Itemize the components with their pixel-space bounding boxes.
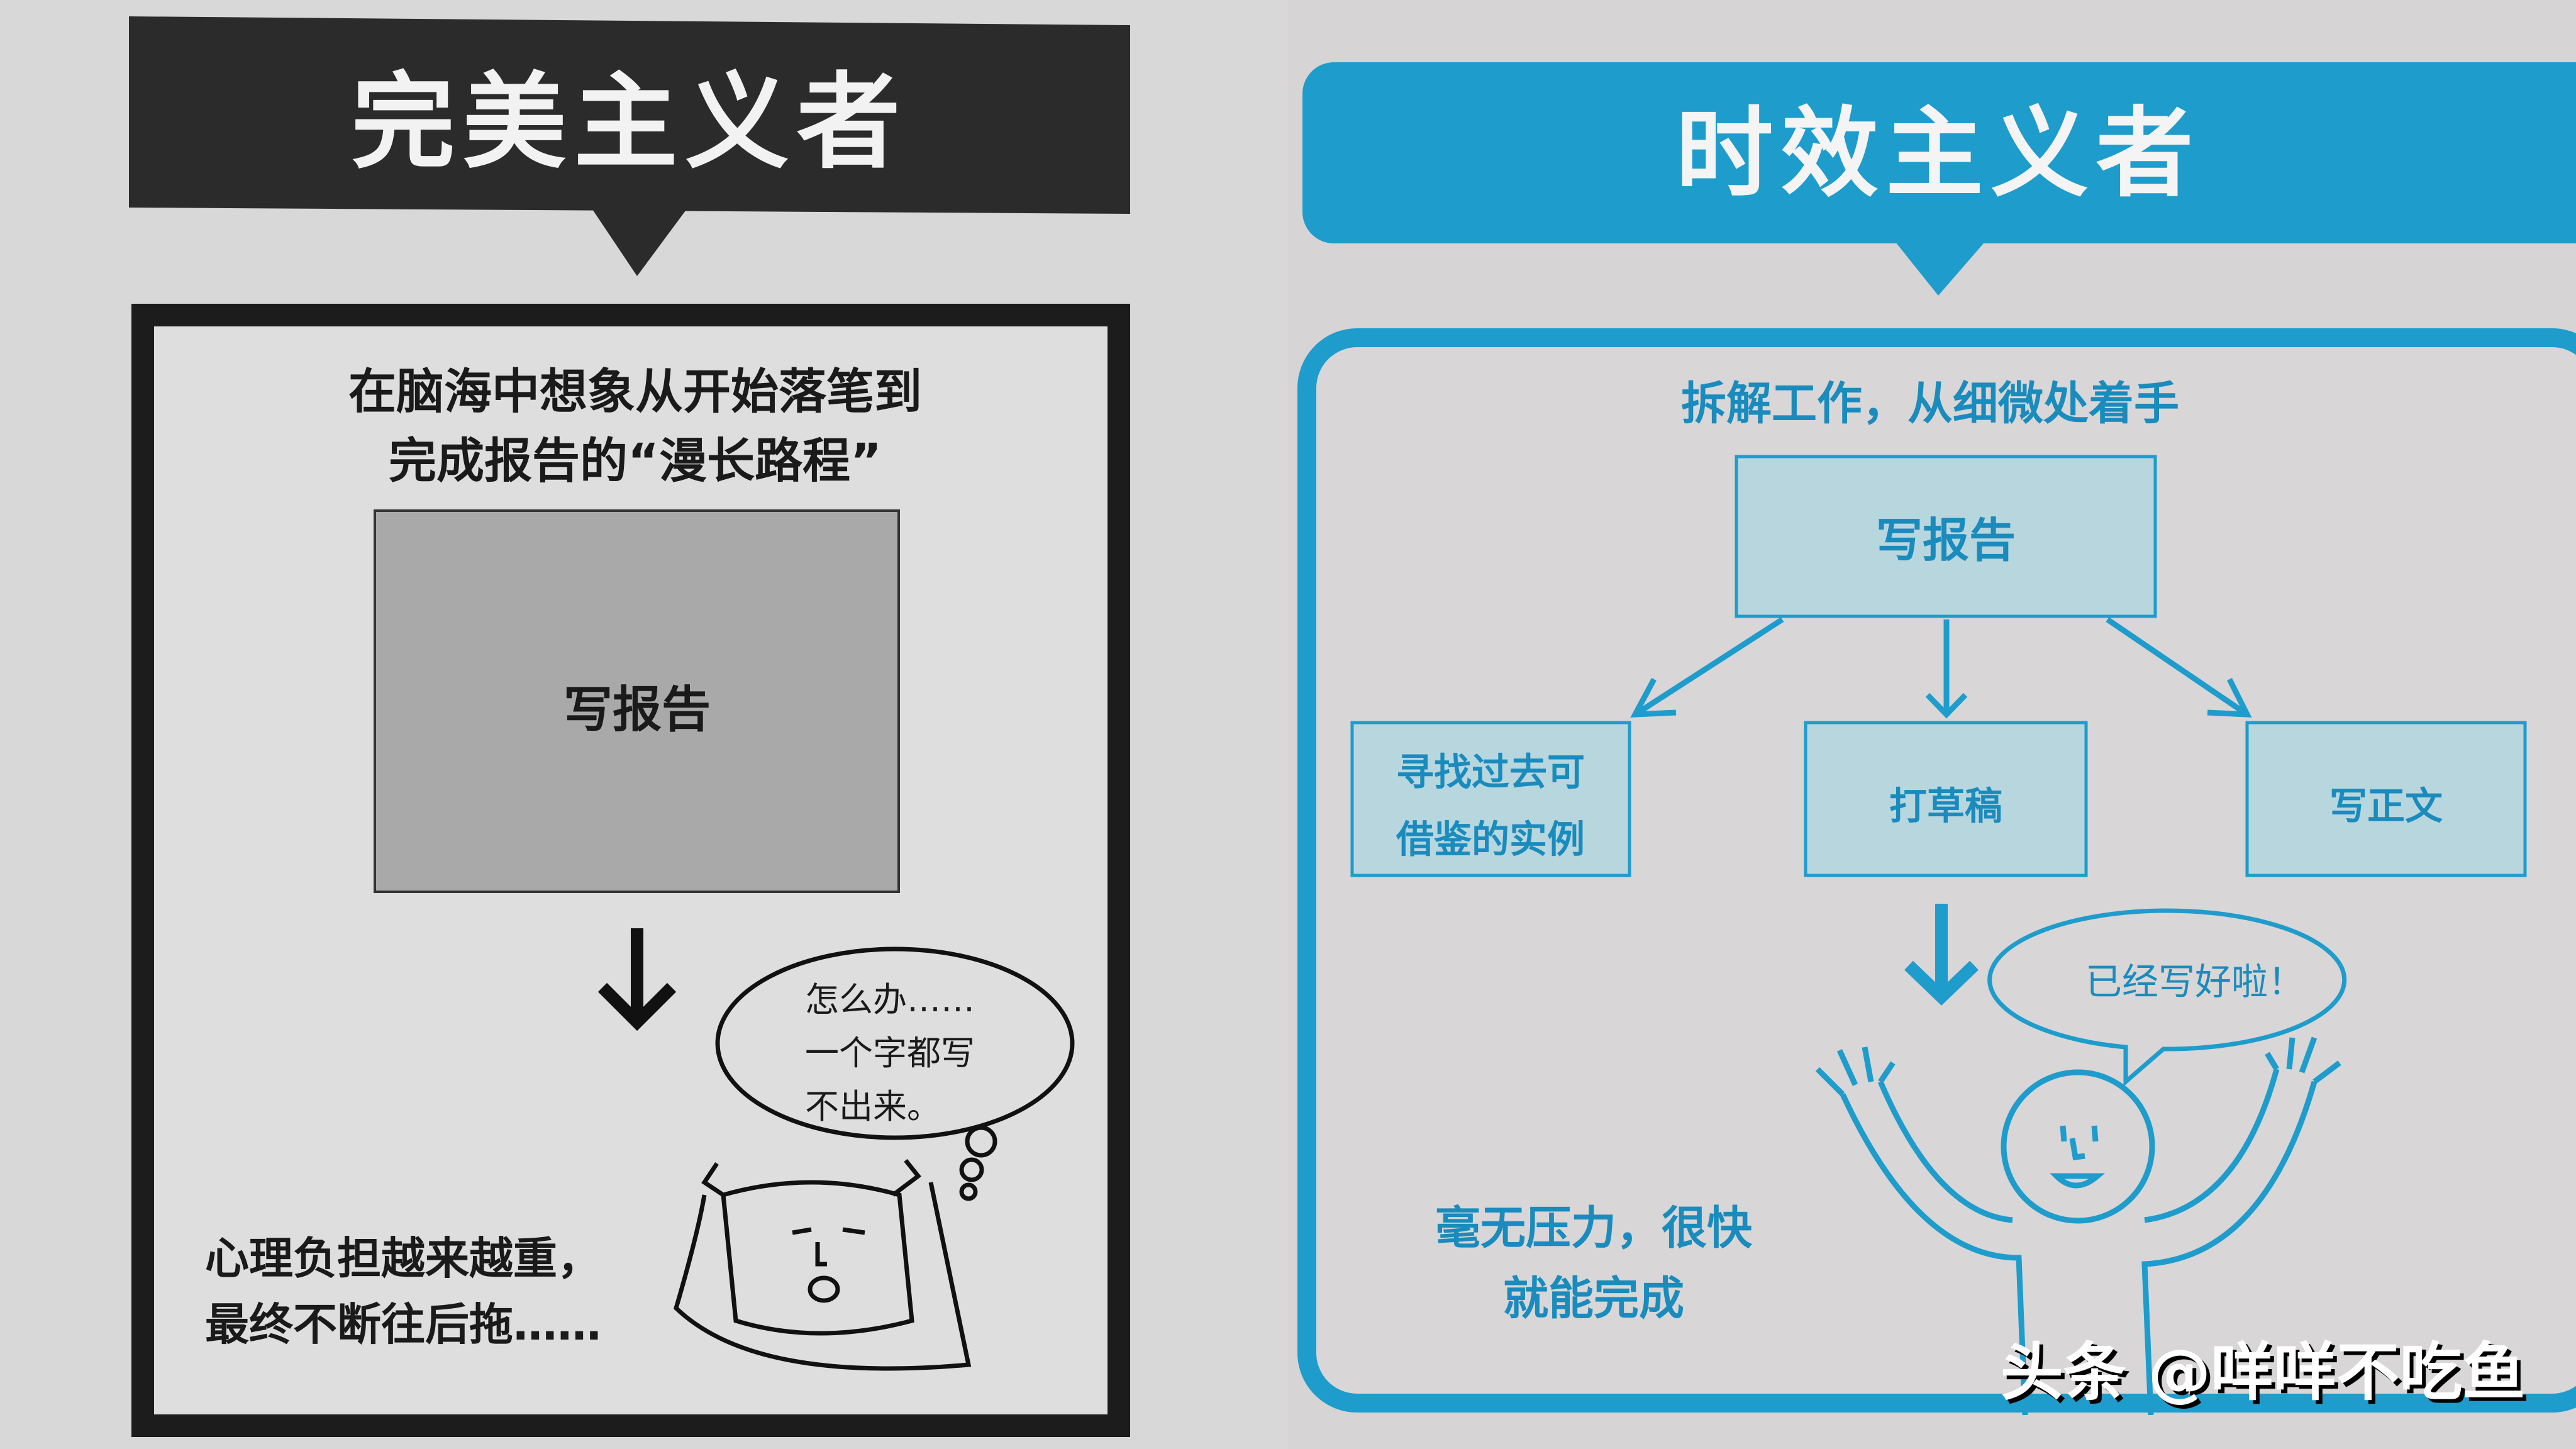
left-task-label: 写报告	[563, 682, 711, 738]
right-task-box	[1735, 455, 2157, 618]
subtask-1-line1: 寻找过去可	[1396, 750, 1585, 795]
down-arrow-icon	[597, 928, 677, 1031]
right-result-line2: 就能完成	[1502, 1272, 1685, 1325]
right-title: 时效主义者	[1675, 96, 2201, 211]
stressed-person-icon	[674, 1158, 972, 1371]
left-title: 完美主义者	[351, 62, 908, 183]
left-caption-line1: 在脑海中想象从开始落笔到	[348, 364, 922, 419]
bubble-line3: 不出来。	[805, 1087, 941, 1126]
bubble-line2: 一个字都写	[805, 1033, 975, 1073]
subtask-2-label: 打草稿	[1889, 784, 2002, 829]
left-task-box	[374, 509, 900, 893]
right-title-banner	[1302, 62, 2576, 296]
happy-person-icon	[1815, 1036, 2341, 1416]
right-bubble-text: 已经写好啦！	[2085, 960, 2305, 1003]
right-result-line1: 毫无压力，很快	[1435, 1201, 1753, 1255]
subtask-box-1	[1350, 721, 1631, 877]
right-task-label: 写报告	[1876, 513, 2016, 568]
subtask-1-line2: 借鉴的实例	[1396, 818, 1585, 862]
branch-arrows	[1630, 617, 2252, 719]
down-arrow-icon	[1904, 904, 1979, 1006]
right-caption: 拆解工作，从细微处着手	[1680, 377, 2180, 430]
left-title-banner	[129, 16, 1130, 276]
watermark: 头条 @咩咩不吃鱼	[2000, 1335, 2526, 1409]
bubble-line1: 怎么办……	[805, 980, 975, 1019]
subtask-3-label: 写正文	[2329, 784, 2443, 829]
subtask-box-3	[2245, 721, 2527, 877]
left-result-line2: 最终不断往后拖……	[205, 1299, 601, 1350]
speech-bubble-right	[1987, 908, 2347, 1087]
subtask-box-2	[1804, 721, 2088, 877]
left-result-line1: 心理负担越来越重，	[205, 1233, 601, 1284]
left-caption-line2: 完成报告的“漫长路程”	[389, 433, 882, 489]
thought-bubble-left	[715, 947, 1075, 1201]
